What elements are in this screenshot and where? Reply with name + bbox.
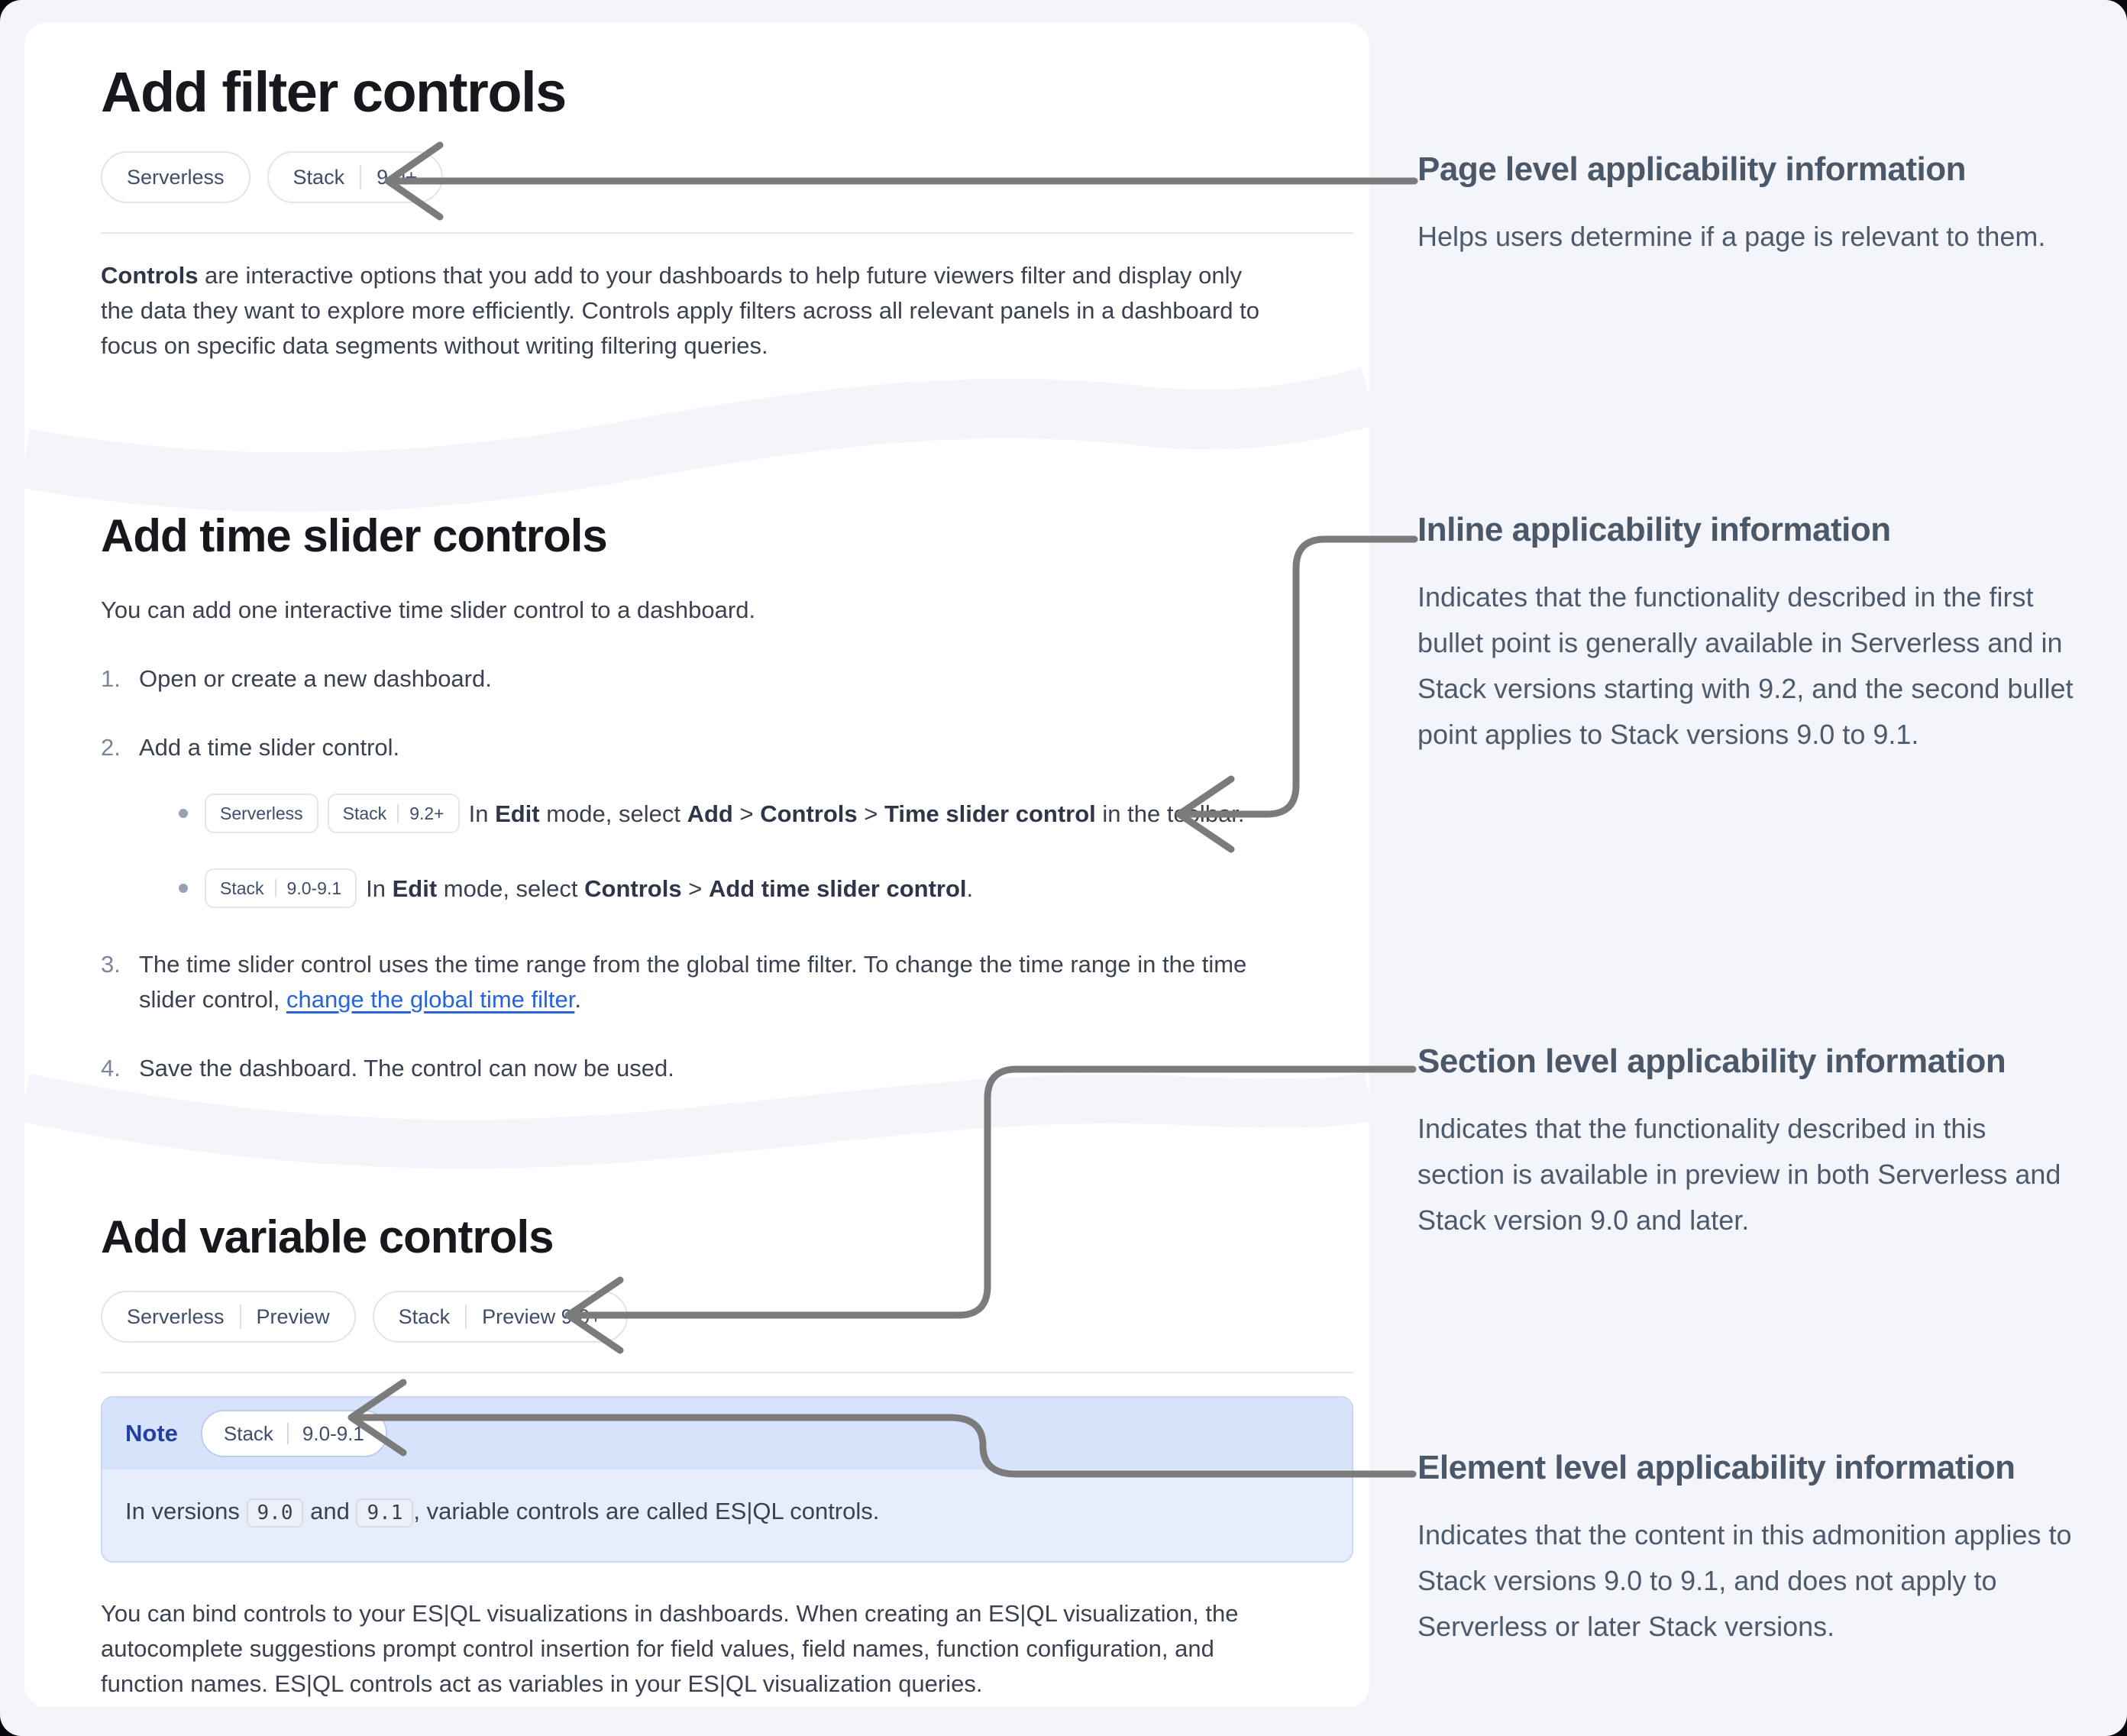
badge-part: Serverless xyxy=(127,1304,225,1328)
page-title: Add filter controls xyxy=(101,60,567,124)
annotation-body: Helps users determine if a page is relev… xyxy=(1417,221,2046,252)
badge-part: Preview xyxy=(256,1304,330,1328)
section-divider xyxy=(101,1372,1353,1373)
inline-badge-stack-92: Stack 9.2+ xyxy=(327,794,460,833)
page-level-badges: Serverless Stack 9.0+ xyxy=(101,151,1353,203)
ordered-steps: 1. Open or create a new dashboard. 2. Ad… xyxy=(101,661,1353,1086)
bullet-stack-90-91: Stack 9.0-9.1 In Edit mode, select Contr… xyxy=(179,868,1245,910)
section-divider xyxy=(101,232,1353,234)
bullet-dot-icon xyxy=(179,884,188,893)
intro-paragraph: Controls are interactive options that yo… xyxy=(101,262,1259,359)
badge-divider xyxy=(239,1304,241,1329)
badge-part: Stack xyxy=(398,1304,451,1328)
annotation-page-level: Page level applicability information Hel… xyxy=(1417,153,2076,260)
badge-part: Preview 9.0+ xyxy=(482,1304,602,1328)
annotation-title: Element level applicability information xyxy=(1417,1449,2015,1486)
step-number: 4. xyxy=(101,1055,121,1081)
note-body: In versions 9.0 and 9.1, variable contro… xyxy=(102,1469,1352,1561)
badge-divider xyxy=(360,165,362,189)
inline-code-91: 9.1 xyxy=(356,1498,414,1527)
annotation-title: Inline applicability information xyxy=(1417,511,1891,548)
step-1: 1. Open or create a new dashboard. xyxy=(101,661,1353,697)
inline-code-90: 9.0 xyxy=(246,1498,304,1527)
annotation-body: Indicates that the functionality describ… xyxy=(1417,581,2074,750)
annotation-inline-level: Inline applicability information Indicat… xyxy=(1417,513,2076,758)
badge-part: 9.0+ xyxy=(377,165,418,189)
badge-divider xyxy=(286,1423,289,1444)
step-4: 4. Save the dashboard. The control can n… xyxy=(101,1051,1353,1086)
annotation-section-level: Section level applicability information … xyxy=(1417,1045,2076,1243)
step-2: 2. Add a time slider control. Serverless… xyxy=(101,730,1353,913)
inline-badge-stack-90-91: Stack 9.0-9.1 xyxy=(205,868,357,908)
badge-stack-version: Stack 9.0+ xyxy=(267,151,444,203)
esql-paragraph: You can bind controls to your ES|QL visu… xyxy=(101,1600,1239,1697)
badge-part: Stack xyxy=(293,165,345,189)
step-number: 2. xyxy=(101,734,121,761)
badge-part: Serverless xyxy=(127,165,225,189)
inline-badge-serverless: Serverless xyxy=(205,794,318,833)
note-badge-stack-90-91: Stack 9.0-9.1 xyxy=(200,1410,387,1457)
annotation-element-level: Element level applicability information … xyxy=(1417,1451,2076,1650)
bullet-list: Serverless Stack 9.2+ In Edit mode, sele… xyxy=(179,794,1245,910)
annotation-title: Page level applicability information xyxy=(1417,150,1966,188)
badge-divider xyxy=(465,1304,467,1329)
step-number: 3. xyxy=(101,951,121,978)
global-time-filter-link[interactable]: change the global time filter xyxy=(286,986,575,1013)
bold-term: Controls xyxy=(101,262,199,289)
badge-divider xyxy=(274,879,276,897)
section-add-variable-controls: Add variable controls Serverless Preview… xyxy=(101,1214,1353,1702)
section-add-time-slider-controls: Add time slider controls You can add one… xyxy=(101,513,1353,1086)
badge-stack-preview-version: Stack Preview 9.0+ xyxy=(372,1291,628,1343)
section-intro: You can add one interactive time slider … xyxy=(101,596,756,623)
section-level-badges: Serverless Preview Stack Preview 9.0+ xyxy=(101,1291,1353,1343)
note-header: Note Stack 9.0-9.1 xyxy=(102,1398,1352,1469)
note-admonition: Note Stack 9.0-9.1 In versions 9.0 and 9… xyxy=(101,1396,1353,1563)
note-label: Note xyxy=(125,1420,178,1447)
section-title: Add time slider controls xyxy=(101,510,608,561)
badge-serverless-preview: Serverless Preview xyxy=(101,1291,356,1343)
badge-serverless: Serverless xyxy=(101,151,251,203)
bullet-serverless-stack-92: Serverless Stack 9.2+ In Edit mode, sele… xyxy=(179,794,1245,836)
bullet-dot-icon xyxy=(179,809,188,818)
annotation-title: Section level applicability information xyxy=(1417,1043,2006,1080)
section-add-filter-controls: Add filter controls Serverless Stack 9.0… xyxy=(101,64,1353,364)
annotation-body: Indicates that the functionality describ… xyxy=(1417,1113,2061,1236)
step-number: 1. xyxy=(101,665,121,692)
badge-divider xyxy=(397,804,399,823)
annotation-body: Indicates that the content in this admon… xyxy=(1417,1519,2072,1642)
section-title: Add variable controls xyxy=(101,1211,554,1262)
step-3: 3. The time slider control uses the time… xyxy=(101,947,1353,1017)
